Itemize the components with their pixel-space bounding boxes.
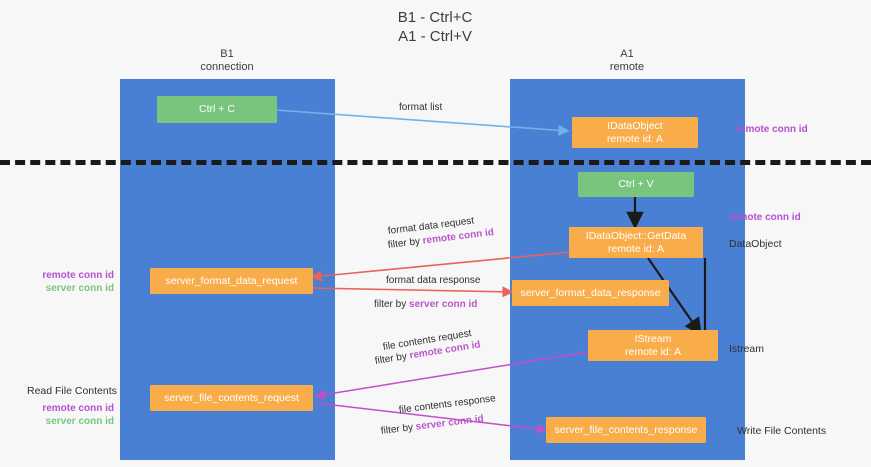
- edge-label-format-data-response: format data response: [386, 274, 481, 287]
- edge-label-format-data-response-filter: filter by server conn id: [374, 298, 477, 311]
- filter-key-server-conn-id: server conn id: [409, 299, 478, 310]
- phase-divider: [0, 160, 871, 165]
- filter-prefix: filter by: [374, 350, 411, 367]
- left-note-remote-conn-id: remote conn id: [42, 270, 114, 281]
- box-idataobject-line1: IDataObject: [607, 119, 663, 132]
- box-ctrl-v[interactable]: Ctrl + V: [578, 172, 694, 197]
- right-note-remote-conn-id-top-text: remote conn id: [736, 124, 808, 135]
- box-istream-line1: IStream: [634, 332, 672, 345]
- right-note-remote-conn-id-mid-text: remote conn id: [729, 212, 801, 223]
- left-note-remote-conn-id-2: remote conn id: [42, 403, 114, 414]
- left-note-conn-ids-bottom: remote conn id server conn id: [0, 402, 114, 428]
- box-ctrl-c[interactable]: Ctrl + C: [157, 96, 277, 123]
- left-note-server-conn-id: server conn id: [45, 283, 114, 294]
- box-server-file-contents-response-label: server_file_contents_response: [554, 423, 698, 436]
- box-server-file-contents-request-label: server_file_contents_request: [164, 391, 299, 404]
- box-istream-line2: remote id: A: [624, 345, 682, 358]
- box-idataobject-line2: remote id: A: [606, 132, 664, 145]
- left-label-read-file-contents: Read File Contents: [27, 385, 117, 397]
- edge-label-file-contents-response-filter: filter by server conn id: [380, 412, 484, 438]
- box-getdata-line2: remote id: A: [607, 242, 665, 255]
- filter-prefix: filter by: [387, 235, 424, 251]
- page-title: B1 - Ctrl+C A1 - Ctrl+V: [397, 9, 473, 45]
- right-label-write-file-contents: Write File Contents: [737, 425, 827, 437]
- box-server-file-contents-request[interactable]: server_file_contents_request: [150, 385, 313, 411]
- edge-label-format-list: format list: [399, 101, 442, 114]
- right-note-remote-conn-id-top: remote conn id: [736, 123, 808, 136]
- box-getdata-line1: IDataObject::GetData: [585, 229, 687, 242]
- column-header-a1: A1 remote: [609, 48, 645, 73]
- box-ctrl-v-label: Ctrl + V: [618, 178, 654, 190]
- box-server-format-data-request[interactable]: server_format_data_request: [150, 268, 313, 294]
- filter-prefix: filter by: [374, 299, 410, 310]
- box-idataobject[interactable]: IDataObject remote id: A: [572, 117, 698, 148]
- box-idataobject-getdata[interactable]: IDataObject::GetData remote id: A: [569, 227, 703, 258]
- filter-key-server-conn-id: server conn id: [415, 413, 485, 433]
- right-label-istream: Istream: [729, 343, 765, 355]
- box-server-format-data-response[interactable]: server_format_data_response: [512, 280, 669, 306]
- edge-label-format-list-text: format list: [399, 102, 443, 113]
- box-ctrl-c-label: Ctrl + C: [199, 103, 235, 115]
- box-istream[interactable]: IStream remote id: A: [588, 330, 718, 361]
- box-server-format-data-request-label: server_format_data_request: [165, 274, 298, 287]
- left-note-conn-ids-top: remote conn id server conn id: [0, 269, 114, 295]
- column-header-b1: B1 connection: [200, 48, 254, 73]
- edge-label-format-data-response-text: format data response: [386, 275, 481, 286]
- right-note-remote-conn-id-mid: remote conn id: [729, 211, 801, 224]
- right-label-dataobject: DataObject: [729, 238, 782, 250]
- left-note-server-conn-id-2: server conn id: [45, 416, 114, 427]
- filter-prefix: filter by: [380, 421, 417, 437]
- box-server-format-data-response-label: server_format_data_response: [520, 286, 661, 299]
- box-server-file-contents-response[interactable]: server_file_contents_response: [546, 417, 706, 443]
